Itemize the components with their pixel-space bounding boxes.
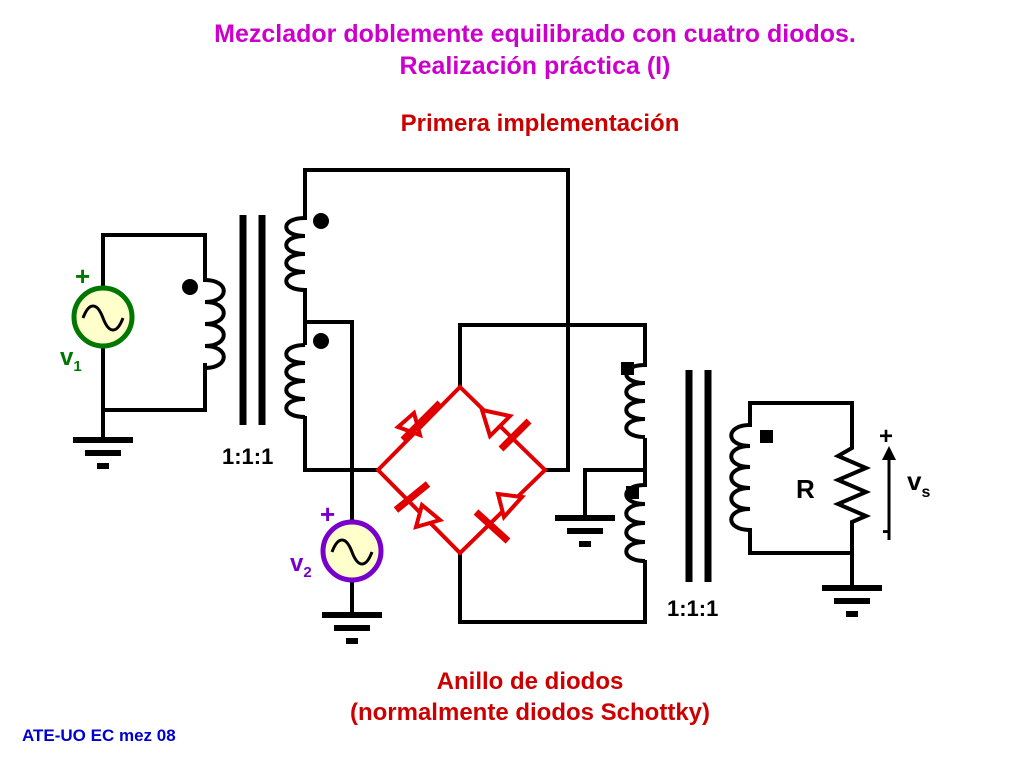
caption-line-1: Anillo de diodos: [436, 668, 624, 695]
output-primary-lower-coil: [624, 483, 646, 563]
ground-symbol-load: [822, 585, 882, 617]
slide-subtitle: Primera implementación: [400, 110, 680, 137]
title-line-2: Realización práctica (I): [399, 52, 671, 80]
diode-lower-right: [473, 491, 527, 544]
input-transformer-ratio: 1:1:1: [222, 444, 273, 469]
output-primary-upper-coil: [624, 363, 646, 439]
source-v2: + v2: [290, 499, 384, 583]
slide-footer: ATE-UO EC mez 08: [22, 726, 176, 745]
output-voltage-indicator: + - vs: [879, 423, 930, 544]
polarity-dot-input-sec-lower: [313, 333, 329, 349]
polarity-marker-output-secondary: [760, 430, 773, 443]
ground-symbol-output-center: [555, 515, 615, 547]
output-transformer: [624, 363, 751, 582]
output-plus: +: [879, 423, 893, 450]
caption-line-2: (normalmente diodos Schottky): [349, 699, 711, 726]
output-secondary-coil: [729, 423, 751, 532]
resistor-label: R: [796, 474, 815, 504]
output-voltage-label: vs: [907, 466, 930, 501]
source-v2-label: v2: [290, 550, 312, 581]
title-line-1: Mezclador doblemente equilibrado con cua…: [214, 20, 856, 48]
ground-symbol-v2: [322, 612, 382, 644]
output-transformer-ratio: 1:1:1: [667, 596, 718, 621]
diode-lower-left: [393, 481, 445, 530]
polarity-marker-output-lower: [626, 486, 639, 499]
diode-ring: [375, 384, 548, 556]
arrow-up-icon: [882, 446, 896, 460]
load-resistor: R: [796, 440, 872, 528]
ground-symbol-v1: [73, 437, 133, 469]
wires: [101, 168, 854, 624]
output-minus: -: [882, 517, 890, 544]
diode-upper-right: [479, 407, 532, 452]
slide-title: Mezclador doblemente equilibrado con cua…: [0, 18, 1024, 82]
input-secondary-upper-coil: [284, 216, 306, 292]
input-primary-coil: [204, 278, 226, 370]
source-v1-label: v1: [60, 344, 82, 375]
diode-upper-left: [394, 400, 443, 443]
polarity-dot-input-primary: [182, 279, 198, 295]
source-v1-plus: +: [75, 261, 90, 291]
source-v1: + v1: [60, 261, 135, 375]
source-v2-plus: +: [320, 499, 335, 529]
polarity-dot-input-sec-upper: [313, 213, 329, 229]
polarity-marker-output-upper: [621, 362, 634, 375]
diode-ring-caption: Anillo de diodos (normalmente diodos Sch…: [250, 666, 810, 728]
sine-icon: [330, 538, 374, 566]
input-transformer: [204, 215, 307, 425]
input-secondary-lower-coil: [284, 343, 306, 419]
sine-icon: [81, 304, 125, 332]
